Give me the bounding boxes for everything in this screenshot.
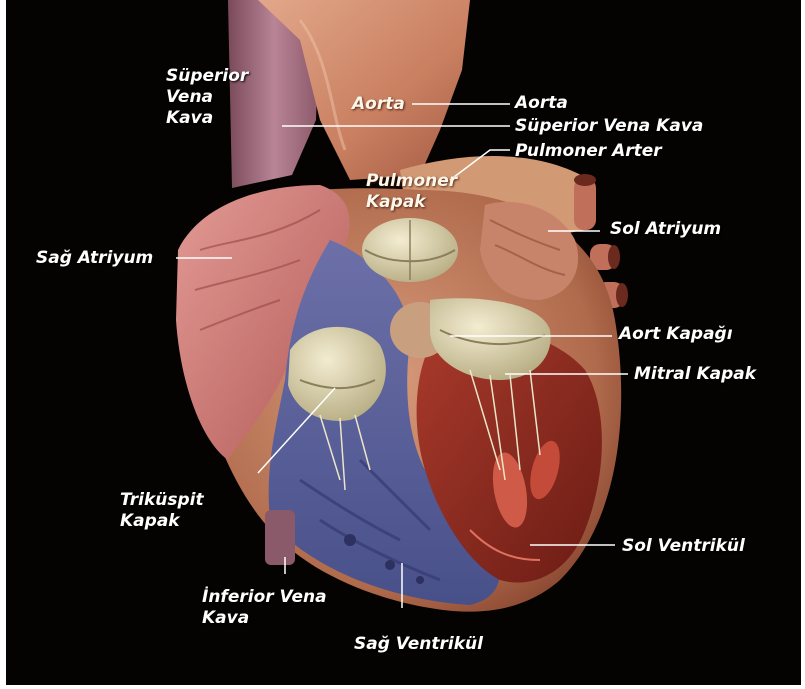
label-superior-vena-kava-left: Süperior Vena Kava: [166, 66, 248, 129]
label-pulmoner-kapak: Pulmoner Kapak: [366, 171, 457, 213]
label-sol-atriyum: Sol Atriyum: [610, 219, 721, 240]
label-inferior-vena-kava: İnferior Vena Kava: [202, 587, 327, 629]
label-mitral-kapak: Mitral Kapak: [634, 364, 756, 385]
label-pulmoner-arter: Pulmoner Arter: [515, 141, 662, 162]
label-sol-ventrikul: Sol Ventrikül: [622, 536, 745, 557]
label-aort-kapagi: Aort Kapağı: [619, 324, 733, 345]
label-sag-ventrikul: Sağ Ventrikül: [354, 634, 483, 655]
label-sag-atriyum: Sağ Atriyum: [36, 248, 153, 269]
label-trikuspit-kapak: Triküspit Kapak: [120, 490, 204, 532]
label-aorta-on-art: Aorta: [352, 94, 405, 115]
label-superior-vena-kava: Süperior Vena Kava: [515, 116, 703, 137]
label-aorta: Aorta: [515, 93, 568, 114]
